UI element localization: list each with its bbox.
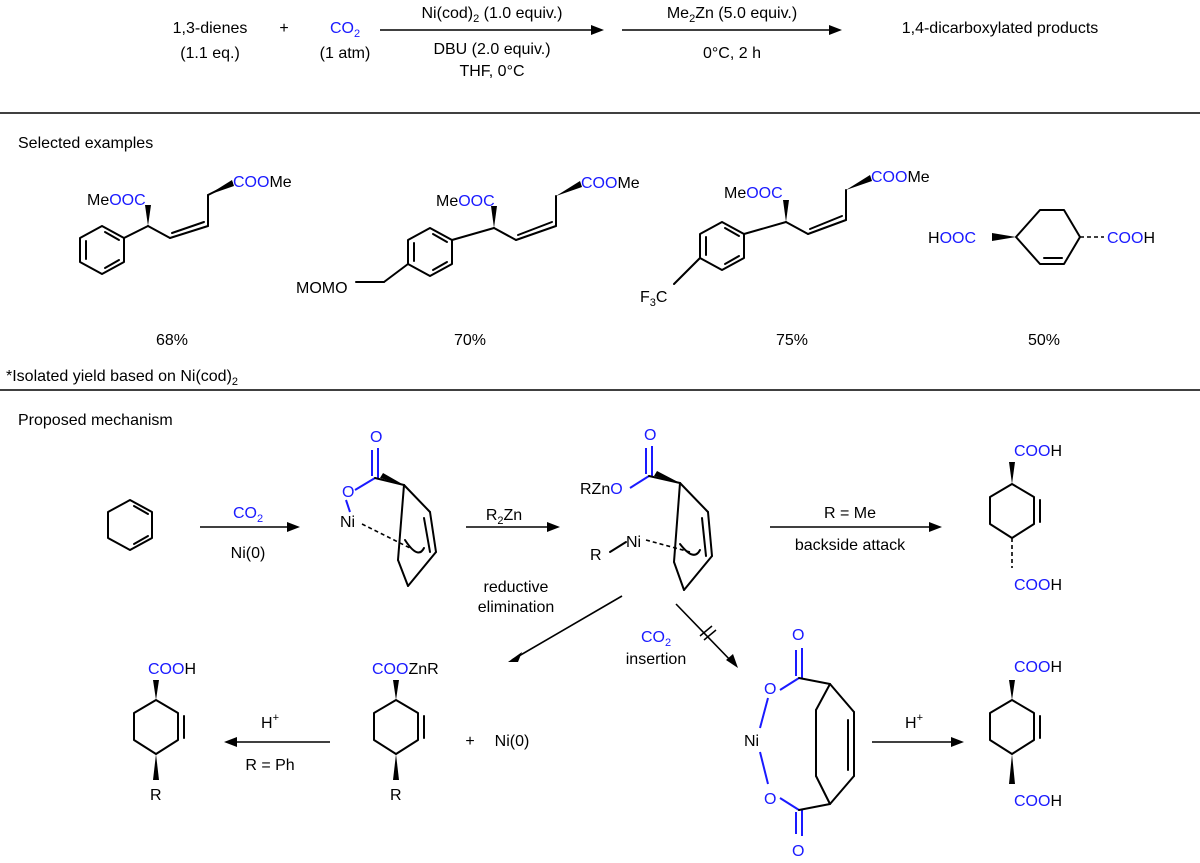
mech-r-eq-me: R = Me <box>824 505 876 522</box>
svg-text:COOH: COOH <box>1014 659 1062 676</box>
co2-amount: (1 atm) <box>320 45 371 62</box>
plus-sign: + <box>279 20 288 37</box>
mech-h-plus-2: H+ <box>905 712 923 732</box>
reagent1-amount: (1.1 eq.) <box>180 45 240 62</box>
svg-text:O: O <box>792 627 804 644</box>
step1-bottom1: DBU (2.0 equiv.) <box>433 41 550 58</box>
svg-text:R: R <box>590 547 602 564</box>
mech-arrow-re <box>511 595 623 661</box>
step1-arrowhead <box>591 25 604 35</box>
product-label: 1,4-dicarboxylated products <box>902 20 1099 37</box>
svg-text:O: O <box>764 681 776 698</box>
mech-insertion: insertion <box>626 651 686 668</box>
mech-co2-1: CO2 <box>233 505 263 525</box>
ex3-cf3: F3C <box>640 289 667 309</box>
cyclohexadiene <box>107 499 153 551</box>
cis-acid-r-product: COOH R <box>133 661 196 804</box>
bis-lactone-nickel: O O Ni O O <box>744 627 855 860</box>
example-3-yield: 75% <box>776 332 808 349</box>
svg-text:Ni: Ni <box>744 733 759 750</box>
svg-text:Ni: Ni <box>340 514 355 531</box>
mech-co2-2: CO2 <box>641 629 671 649</box>
ex4-right-acid: COOH <box>1107 230 1155 247</box>
top-reaction: 1,3-dienes (1.1 eq.) + CO2 (1 atm) Ni(co… <box>173 5 1099 80</box>
example-1-structure: MeOOC COOMe <box>79 174 292 275</box>
ex1-left-ester: MeOOC <box>87 192 146 209</box>
mech-plus: + <box>465 733 474 750</box>
svg-text:Ni: Ni <box>626 534 641 551</box>
mech-r2zn: R2Zn <box>486 507 522 527</box>
examples-heading: Selected examples <box>18 135 153 152</box>
ex1-right-ester: COOMe <box>233 174 292 191</box>
step2-top: Me2Zn (5.0 equiv.) <box>667 5 797 25</box>
ex2-right-ester: COOMe <box>581 175 640 192</box>
ex3-right-ester: COOMe <box>871 169 930 186</box>
nickelalactone: O O Ni <box>340 429 437 587</box>
step1-top: Ni(cod)2 (1.0 equiv.) <box>422 5 563 25</box>
svg-text:RZnO: RZnO <box>580 481 623 498</box>
mech-reductive-2: elimination <box>478 599 554 616</box>
step2-arrowhead <box>829 25 842 35</box>
mech-backside: backside attack <box>795 537 906 554</box>
cis-diacid-product: COOH COOH <box>989 659 1062 810</box>
ex2-left-ester: MeOOC <box>436 193 495 210</box>
example-4-structure: HOOC COOH <box>928 209 1155 265</box>
zinc-carboxylate-complex: O RZnO Ni R <box>580 427 713 591</box>
svg-text:COOH: COOH <box>148 661 196 678</box>
example-2-structure: MeOOC COOMe MOMO <box>296 175 640 297</box>
ex4-left-acid: HOOC <box>928 230 976 247</box>
reagent1-label: 1,3-dienes <box>173 20 248 37</box>
mech-ni0-1: Ni(0) <box>231 545 266 562</box>
svg-text:O: O <box>342 484 354 501</box>
example-3-structure: MeOOC COOMe F3C <box>640 169 930 309</box>
example-1-yield: 68% <box>156 332 188 349</box>
svg-text:R: R <box>150 787 162 804</box>
svg-text:O: O <box>644 427 656 444</box>
step1-bottom2: THF, 0°C <box>459 63 524 80</box>
svg-text:O: O <box>764 791 776 808</box>
mech-ni0-2: Ni(0) <box>495 733 530 750</box>
example-4-yield: 50% <box>1028 332 1060 349</box>
mech-r-eq-ph: R = Ph <box>245 757 294 774</box>
svg-text:COOH: COOH <box>1014 793 1062 810</box>
mech-h-plus-1: H+ <box>261 712 279 732</box>
svg-text:R: R <box>390 787 402 804</box>
svg-text:O: O <box>370 429 382 446</box>
ex2-momo: MOMO <box>296 280 348 297</box>
step2-bottom: 0°C, 2 h <box>703 45 761 62</box>
mech-reductive-1: reductive <box>484 579 549 596</box>
footnote: *Isolated yield based on Ni(cod)2 <box>6 368 238 388</box>
mech-arrow-insertion <box>675 603 735 665</box>
zinc-carboxylate-product: COOZnR R <box>372 661 439 804</box>
svg-text:COOH: COOH <box>1014 443 1062 460</box>
example-2-yield: 70% <box>454 332 486 349</box>
trans-diacid-product: COOH COOH <box>989 443 1062 594</box>
co2-label: CO2 <box>330 20 360 40</box>
svg-text:O: O <box>792 843 804 860</box>
svg-text:COOZnR: COOZnR <box>372 661 439 678</box>
mechanism-heading: Proposed mechanism <box>18 412 173 429</box>
svg-text:COOH: COOH <box>1014 577 1062 594</box>
ex3-left-ester: MeOOC <box>724 185 783 202</box>
